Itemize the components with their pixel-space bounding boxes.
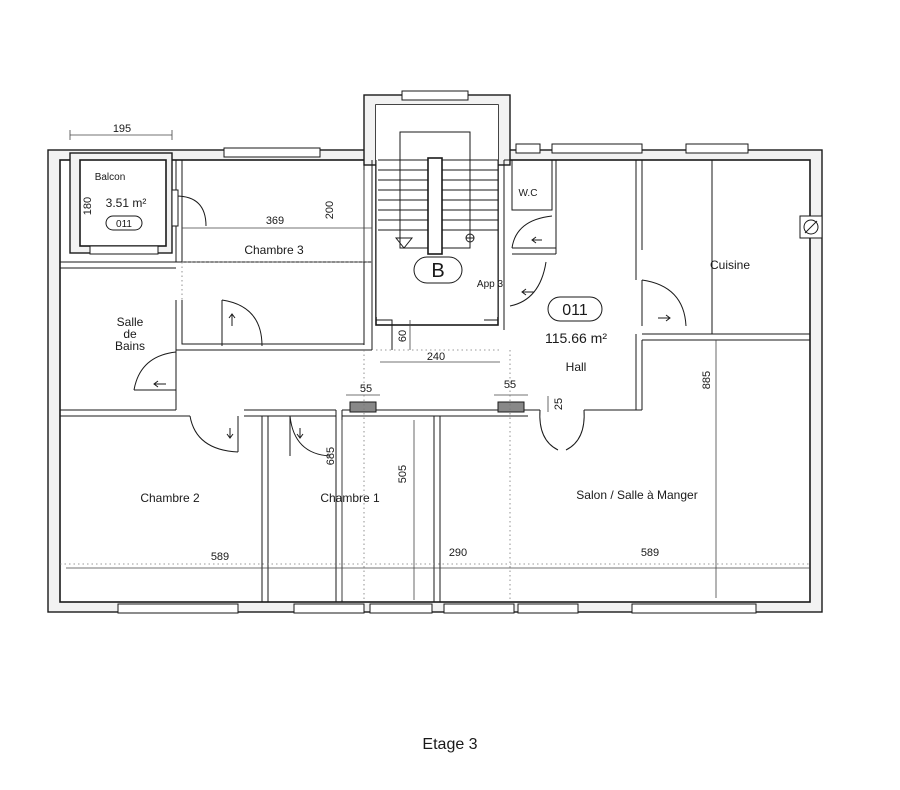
stair-badge: B [431, 260, 444, 282]
balcony-id: 011 [116, 219, 132, 230]
dim-369: 369 [266, 215, 284, 227]
balcony-area: 3.51 m² [106, 196, 147, 210]
dim-180: 180 [82, 197, 94, 215]
door-arrows [153, 236, 671, 439]
doors [133, 189, 687, 457]
apartment-id-badge [547, 296, 603, 322]
windows [117, 90, 823, 614]
balcony-id-badge [105, 215, 143, 231]
stair-badge-frame [413, 256, 463, 284]
bathroom-label-line2: de [123, 327, 137, 341]
staircase [378, 131, 498, 255]
apartment-label: App 3 [477, 279, 504, 290]
dim-589-right: 589 [641, 547, 659, 559]
dim-885: 885 [701, 371, 713, 389]
apartment-area: 115.66 m² [545, 330, 607, 346]
apartment-id: 011 [562, 302, 588, 319]
chambre-2-label: Chambre 2 [140, 491, 200, 505]
dim-200: 200 [324, 201, 336, 219]
balcony-label: Balcon [95, 172, 126, 183]
dimension-lines [60, 130, 810, 602]
dim-589-left: 589 [211, 551, 229, 563]
bathroom-label-line1: Salle [117, 315, 144, 329]
dim-290: 290 [449, 547, 467, 559]
dim-505: 505 [397, 465, 409, 483]
chambre-3-label: Chambre 3 [244, 243, 304, 257]
wc-label: W.C [519, 188, 538, 199]
floor-label: Etage 3 [422, 736, 478, 753]
chambre-1-label: Chambre 1 [320, 491, 380, 505]
balcony [69, 152, 173, 255]
cuisine-label: Cuisine [710, 258, 750, 272]
dim-240: 240 [427, 351, 445, 363]
interior-walls [60, 159, 810, 602]
dim-685: 685 [325, 447, 337, 465]
dim-195: 195 [113, 123, 131, 135]
dim-55-right: 55 [504, 379, 516, 391]
salon-label: Salon / Salle à Manger [576, 488, 697, 502]
dim-55-left: 55 [360, 383, 372, 395]
dim-25: 25 [553, 398, 565, 410]
bathroom-label-line3: Bains [115, 339, 145, 353]
dim-60: 60 [397, 330, 409, 342]
hall-label: Hall [566, 360, 587, 374]
